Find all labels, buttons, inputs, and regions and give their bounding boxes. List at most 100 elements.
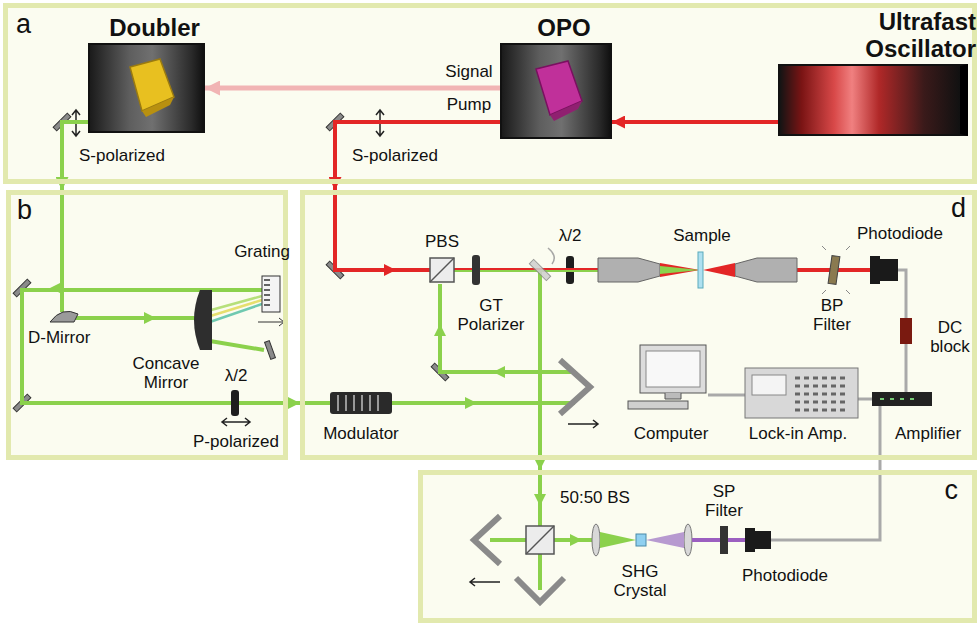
beam-arrow bbox=[493, 366, 505, 378]
retroreflector bbox=[516, 578, 564, 602]
focused-beam bbox=[600, 532, 684, 548]
laser-beam bbox=[205, 86, 500, 91]
panel-letter: c bbox=[945, 477, 959, 504]
waveplate bbox=[231, 256, 574, 416]
label-holder: Concave Mirror bbox=[130, 354, 202, 392]
gt-polarizer bbox=[472, 255, 480, 285]
instrument-box: Doubler bbox=[88, 12, 205, 133]
instrument-housing bbox=[778, 64, 968, 136]
instrument-box: Ultrafast Oscillator bbox=[778, 6, 968, 136]
instrument-name: Ultrafast Oscillator bbox=[786, 9, 976, 63]
part-label: Sample bbox=[672, 226, 732, 245]
photodiode bbox=[755, 531, 771, 549]
instrument-name: Doubler bbox=[96, 15, 213, 42]
panel-letter: a bbox=[16, 11, 31, 38]
beam-arrow bbox=[534, 494, 546, 506]
flip-mirror bbox=[529, 259, 550, 280]
panel-ground bbox=[8, 8, 972, 618]
part-label: λ/2 bbox=[222, 366, 250, 385]
d-mirror bbox=[50, 311, 78, 322]
beam-splitter bbox=[430, 258, 454, 282]
waveplate bbox=[231, 390, 239, 416]
panel-letter: b bbox=[17, 197, 32, 224]
focused-beam bbox=[660, 263, 700, 277]
laser-beam-green bbox=[22, 290, 285, 403]
uv-beam bbox=[692, 538, 745, 542]
sample bbox=[698, 252, 703, 288]
grating bbox=[258, 318, 284, 326]
d-mirror bbox=[50, 311, 78, 322]
laser-beam-green bbox=[66, 316, 198, 320]
panel-ground bbox=[305, 195, 972, 455]
grating bbox=[262, 276, 280, 312]
retroreflector bbox=[560, 360, 590, 414]
label-holder: S-polarized bbox=[72, 146, 172, 165]
part-label: Grating bbox=[232, 242, 292, 261]
panel-ground bbox=[423, 475, 972, 618]
label-holder: Pump bbox=[444, 95, 494, 114]
label-holder: Photodiode bbox=[740, 566, 830, 585]
label-holder: BP Filter bbox=[808, 296, 856, 334]
label-holder: SHG Crystal bbox=[604, 562, 676, 600]
photodiode bbox=[745, 528, 755, 552]
modulator bbox=[330, 392, 392, 414]
part-label: Computer bbox=[628, 424, 714, 443]
lock-in-amplifier bbox=[752, 375, 786, 395]
panel-letter: d bbox=[951, 195, 966, 222]
laser-beam-green bbox=[305, 284, 575, 403]
lock-in-amplifier bbox=[745, 368, 858, 418]
label-holder: Grating bbox=[232, 242, 292, 261]
label-holder: D-Mirror bbox=[28, 328, 108, 347]
beam-label: Signal bbox=[440, 62, 498, 81]
polarization-arrow bbox=[222, 418, 250, 426]
label-holder: DC block bbox=[926, 318, 974, 356]
panel-ground bbox=[11, 195, 283, 455]
part-label: PBS bbox=[424, 232, 460, 251]
amplifier bbox=[872, 392, 932, 406]
label-holder: SP Filter bbox=[698, 482, 750, 520]
part-label: BP Filter bbox=[808, 296, 856, 334]
beam-arrow bbox=[384, 264, 396, 276]
part-label: S-polarized bbox=[345, 146, 445, 165]
part-label: Pump bbox=[444, 95, 494, 114]
amplifier bbox=[872, 392, 932, 406]
instrument-housing bbox=[500, 43, 612, 139]
instrument-housing bbox=[550, 101, 582, 121]
computer bbox=[665, 393, 681, 399]
computer bbox=[646, 351, 700, 387]
part-label: Photodiode bbox=[856, 224, 944, 243]
label-holder: Sample bbox=[672, 226, 732, 245]
computer bbox=[628, 345, 706, 409]
label-holder: Computer bbox=[628, 424, 714, 443]
modulator bbox=[338, 395, 378, 411]
flip-mirror bbox=[548, 248, 554, 264]
instrument-name: OPO bbox=[508, 15, 620, 42]
gt-polarizer bbox=[472, 255, 480, 285]
laser-beam bbox=[538, 460, 542, 470]
label-holder: GT Polarizer bbox=[452, 296, 530, 334]
label-holder: P-polarized bbox=[190, 432, 282, 451]
instrument-housing bbox=[142, 97, 174, 117]
part-label: Lock-in Amp. bbox=[742, 424, 854, 443]
photodiode bbox=[880, 259, 898, 281]
sp-filter bbox=[720, 526, 728, 554]
part-label: Photodiode bbox=[740, 566, 830, 585]
laser-beam bbox=[288, 401, 300, 405]
laser-beam bbox=[612, 120, 778, 124]
label-holder: Lock-in Amp. bbox=[742, 424, 854, 443]
beam-splitter bbox=[526, 526, 554, 554]
beam-arrow bbox=[144, 312, 156, 324]
instrument-housing bbox=[90, 45, 203, 131]
shg-crystal bbox=[636, 534, 646, 546]
laser-beam bbox=[879, 460, 882, 470]
part-label: λ/2 bbox=[556, 226, 584, 245]
beam-arrow bbox=[50, 282, 62, 294]
lock-in-amplifier bbox=[795, 378, 845, 410]
bp-filter bbox=[828, 256, 840, 285]
part-label: P-polarized bbox=[190, 432, 282, 451]
beam-arrow bbox=[434, 324, 446, 336]
part-label: GT Polarizer bbox=[452, 296, 530, 334]
mirror bbox=[265, 341, 276, 360]
mirror bbox=[13, 113, 449, 412]
part-label: Modulator bbox=[318, 424, 404, 443]
